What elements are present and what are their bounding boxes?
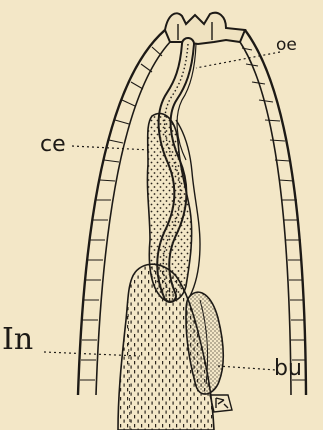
label-in: In: [2, 325, 33, 355]
label-oe: oe: [276, 37, 297, 54]
label-bu: bu: [274, 358, 302, 380]
label-ce: ce: [40, 134, 66, 156]
